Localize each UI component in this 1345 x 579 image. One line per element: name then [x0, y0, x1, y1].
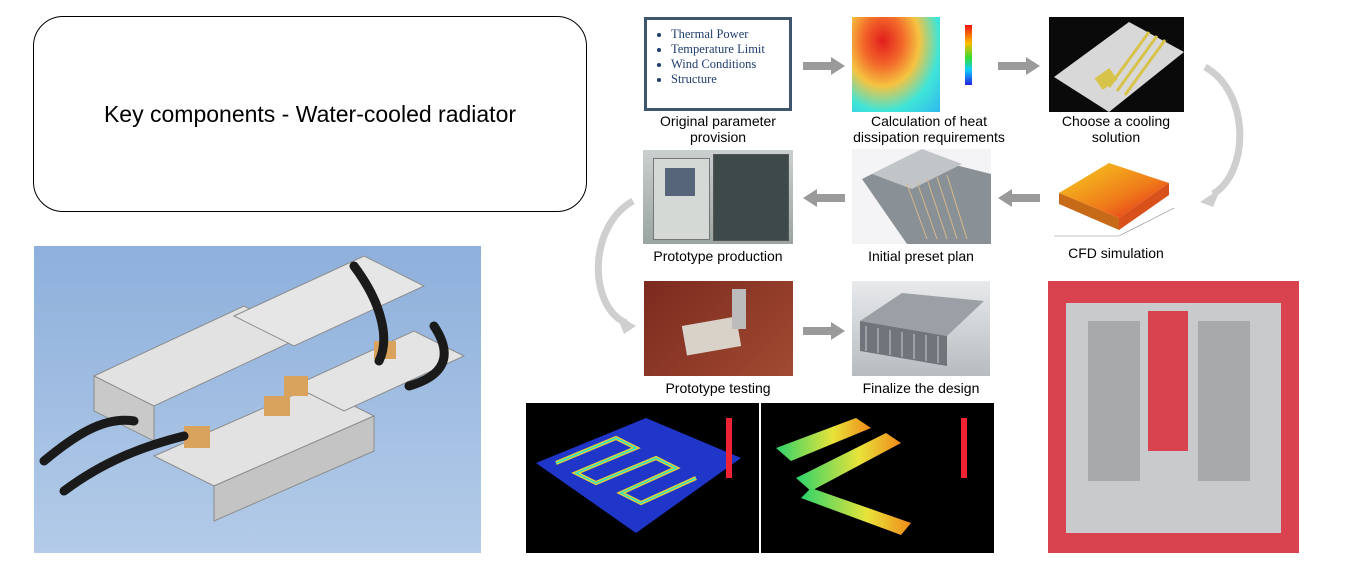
caption-calculation: Calculation of heat dissipation requirem… [853, 113, 1005, 145]
arrow-left-icon [998, 189, 1040, 207]
cfd-simulation-image [1049, 148, 1184, 242]
arrow-right-icon [803, 322, 845, 340]
parameter-item: Temperature Limit [671, 43, 789, 56]
final-design-image [852, 281, 990, 376]
parameter-item: Structure [671, 73, 789, 86]
pressure-simulation-image [526, 403, 759, 553]
arrow-right-icon [998, 57, 1040, 75]
curved-arrow-down-icon [588, 196, 643, 336]
parameter-item: Thermal Power [671, 28, 789, 41]
arrow-right-icon [803, 57, 845, 75]
caption-preset: Initial preset plan [868, 248, 974, 264]
arrow-left-icon [803, 189, 845, 207]
caption-production: Prototype production [653, 248, 783, 264]
caption-cooling: Choose a cooling solution [1061, 113, 1171, 145]
heat-map-image [852, 17, 990, 112]
temperature-simulation-image [761, 403, 994, 553]
radiator-render-image [34, 246, 481, 553]
curved-arrow-down-icon [1195, 62, 1250, 212]
caption-cfd: CFD simulation [1068, 245, 1164, 261]
parameter-item: Wind Conditions [671, 58, 789, 71]
cooling-solution-image [1049, 17, 1184, 112]
initial-preset-image [852, 149, 991, 244]
caption-finalize: Finalize the design [862, 380, 980, 396]
parameter-card: Thermal Power Temperature Limit Wind Con… [644, 17, 792, 111]
prototype-production-image [643, 150, 793, 244]
caption-testing: Prototype testing [665, 380, 771, 396]
assembled-radiator-photo [1048, 281, 1299, 553]
prototype-testing-image [644, 281, 793, 376]
title-box: Key components - Water-cooled radiator [33, 16, 587, 212]
page-title: Key components - Water-cooled radiator [103, 100, 517, 127]
caption-original: Original parameter provision [660, 113, 776, 145]
